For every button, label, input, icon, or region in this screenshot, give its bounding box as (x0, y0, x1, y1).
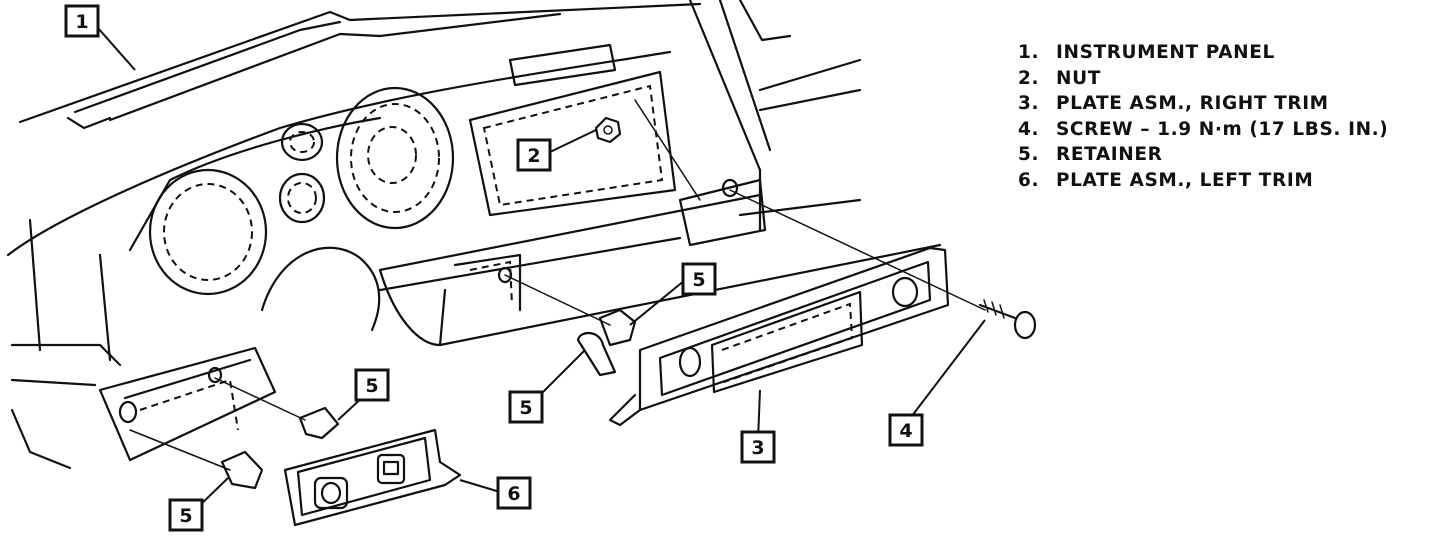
callout-5c: 5 (354, 368, 390, 402)
callout-5a: 5 (681, 262, 717, 296)
screw (978, 299, 1037, 340)
callout-2: 2 (516, 138, 552, 172)
callout-5b: 5 (508, 390, 544, 424)
svg-text:5: 5 (365, 375, 378, 397)
right-trim-plate (608, 246, 950, 427)
svg-text:5: 5 (179, 505, 192, 527)
svg-text:4: 4 (899, 420, 912, 442)
svg-text:5: 5 (692, 269, 705, 291)
left-trim-plate (283, 428, 462, 527)
callout-6: 6 (496, 476, 532, 510)
svg-text:3: 3 (751, 437, 764, 459)
nut (594, 116, 622, 144)
svg-text:1: 1 (75, 11, 88, 33)
callout-4: 4 (888, 413, 924, 447)
callout-leaders (97, 27, 986, 511)
svg-text:2: 2 (527, 145, 540, 167)
callout-1: 1 (64, 4, 100, 38)
legend-item: 4.SCREW – 1.9 N·m (17 LBS. IN.) (1018, 118, 1389, 140)
svg-text:5: 5 (519, 397, 532, 419)
instrument-panel (6, 0, 942, 470)
callout-5d: 5 (168, 498, 204, 532)
legend-item: 6.PLATE ASM., LEFT TRIM (1018, 169, 1314, 191)
callout-3: 3 (740, 430, 776, 464)
legend-item: 2.NUT (1018, 67, 1101, 89)
legend-item: 5.RETAINER (1018, 144, 1163, 165)
parts-legend: 1.INSTRUMENT PANEL 2.NUT 3.PLATE ASM., R… (1018, 40, 1388, 193)
retainer-clips (220, 308, 637, 490)
svg-text:6: 6 (507, 483, 520, 505)
legend-item: 3.PLATE ASM., RIGHT TRIM (1018, 93, 1329, 114)
assembly-guide-lines (129, 99, 986, 471)
legend-item: 1.INSTRUMENT PANEL (1018, 42, 1275, 63)
